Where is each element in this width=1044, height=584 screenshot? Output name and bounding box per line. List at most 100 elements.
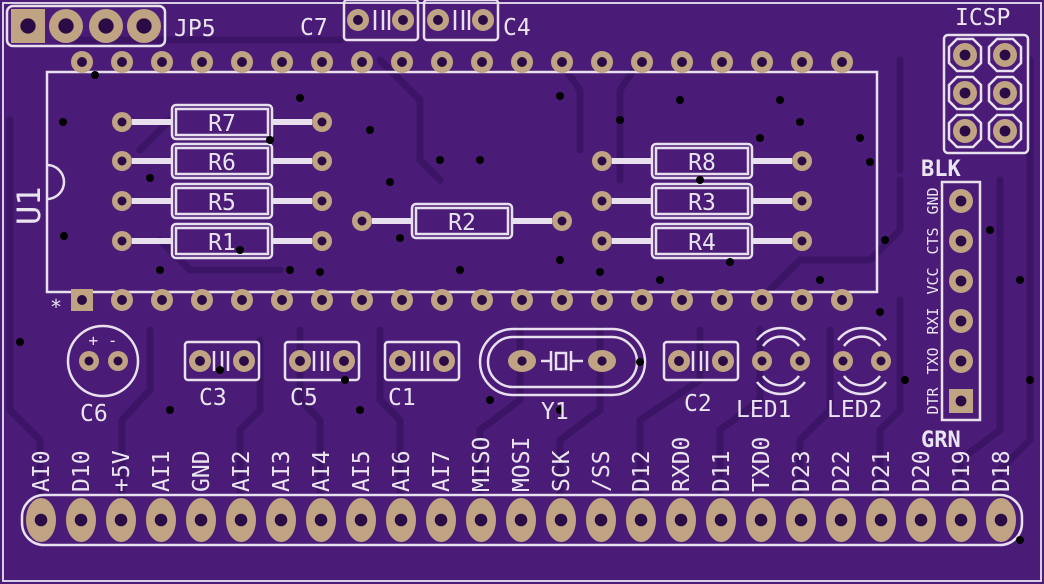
u1-top-pin-hole bbox=[837, 57, 847, 67]
bottom-header-label: D22 bbox=[829, 450, 855, 492]
bottom-header-label: MISO bbox=[469, 437, 495, 492]
icsp-pad-octagon bbox=[987, 75, 1023, 111]
via bbox=[876, 308, 884, 316]
r4-body bbox=[650, 222, 754, 260]
via bbox=[756, 134, 764, 142]
u1-top-pin-hole bbox=[197, 57, 207, 67]
c7-pad-hole bbox=[398, 15, 408, 25]
bottom-header-pad-hole bbox=[34, 513, 48, 527]
led1-label: LED1 bbox=[736, 397, 791, 423]
bottom-header-label: D23 bbox=[789, 450, 815, 492]
led2-label: LED2 bbox=[827, 397, 882, 423]
via bbox=[356, 406, 364, 414]
c2-symbol bbox=[691, 351, 709, 371]
c2-pad-hole bbox=[674, 356, 684, 366]
via bbox=[596, 268, 604, 276]
bottom-header-pad-hole bbox=[154, 513, 168, 527]
via bbox=[16, 338, 24, 346]
ftdi-pad-hole bbox=[955, 235, 967, 247]
u1-top-pin-hole bbox=[597, 57, 607, 67]
via bbox=[901, 376, 909, 384]
via bbox=[266, 136, 274, 144]
c3-pad-hole bbox=[195, 356, 205, 366]
via bbox=[866, 158, 874, 166]
bottom-header-label: MOSI bbox=[509, 437, 535, 492]
jp5-pad-hole bbox=[98, 18, 114, 34]
r4-pad-hole bbox=[797, 236, 807, 246]
icsp-pad-octagon bbox=[987, 113, 1023, 149]
via bbox=[486, 396, 494, 404]
via bbox=[366, 126, 374, 134]
bottom-header-pad-hole bbox=[514, 513, 528, 527]
bottom-header-label: D21 bbox=[869, 450, 895, 492]
via bbox=[316, 268, 324, 276]
r5-pad-hole bbox=[117, 196, 127, 206]
c7-pad-hole bbox=[353, 15, 363, 25]
r6-pad-hole bbox=[317, 156, 327, 166]
ftdi-outline bbox=[940, 180, 982, 422]
icsp-label: ICSP bbox=[955, 5, 1010, 31]
ftdi-pad-hole bbox=[955, 275, 967, 287]
u1-bottom-pin-hole bbox=[677, 295, 687, 305]
via bbox=[556, 256, 564, 264]
bottom-header-label: AI3 bbox=[269, 450, 295, 492]
r6-body bbox=[170, 142, 274, 180]
r3-body bbox=[650, 182, 754, 220]
icsp-pad-hole bbox=[959, 49, 971, 61]
r3-pad-hole bbox=[797, 196, 807, 206]
y1-pad-hole bbox=[517, 356, 527, 366]
bottom-header-label: D18 bbox=[989, 450, 1015, 492]
c1-outline bbox=[383, 340, 461, 382]
via bbox=[341, 376, 349, 384]
bottom-header-pad-hole bbox=[594, 513, 608, 527]
c4-label: C4 bbox=[503, 15, 531, 41]
via bbox=[91, 71, 99, 79]
r2-pad-hole bbox=[357, 216, 367, 226]
ftdi-top-label: BLK bbox=[921, 157, 961, 182]
via bbox=[656, 276, 664, 284]
c3-label: C3 bbox=[199, 385, 227, 411]
via bbox=[216, 366, 224, 374]
r8-body-inner bbox=[654, 146, 750, 176]
via bbox=[166, 406, 174, 414]
y1-pad-hole bbox=[597, 356, 607, 366]
r3-pad-hole bbox=[597, 196, 607, 206]
r5-pad-hole bbox=[317, 196, 327, 206]
ftdi-pad-hole bbox=[955, 355, 967, 367]
c4-pad-hole bbox=[433, 15, 443, 25]
via bbox=[556, 92, 564, 100]
r3-body-inner bbox=[654, 186, 750, 216]
c7-outline bbox=[342, 0, 420, 42]
bottom-header-label: AI4 bbox=[309, 450, 335, 492]
led1-arc bbox=[756, 381, 806, 396]
bottom-header-pad-hole bbox=[794, 513, 808, 527]
via bbox=[296, 94, 304, 102]
u1-bottom-pin-hole bbox=[597, 295, 607, 305]
via bbox=[286, 266, 294, 274]
c2-label: C2 bbox=[684, 391, 712, 417]
via bbox=[676, 96, 684, 104]
bottom-header-label: AI5 bbox=[349, 450, 375, 492]
c6-polarity: + - bbox=[89, 331, 118, 350]
bottom-header-pad-hole bbox=[954, 513, 968, 527]
u1-bottom-pin-hole bbox=[357, 295, 367, 305]
r1-pad-hole bbox=[117, 236, 127, 246]
via bbox=[881, 236, 889, 244]
jp5-label: JP5 bbox=[174, 16, 216, 42]
bottom-header-label: AI0 bbox=[29, 450, 55, 492]
u1-bottom-pin-hole bbox=[557, 295, 567, 305]
y1-outline bbox=[478, 327, 647, 397]
ftdi-pad-hole bbox=[955, 195, 967, 207]
r2-body-inner bbox=[414, 206, 510, 236]
c2-pad-hole bbox=[718, 356, 728, 366]
u1-top-pin-hole bbox=[477, 57, 487, 67]
c7-label: C7 bbox=[300, 15, 328, 41]
u1-bottom-pin-hole bbox=[397, 295, 407, 305]
u1-bottom-pin-hole bbox=[797, 295, 807, 305]
u1-bottom-pin-hole bbox=[837, 295, 847, 305]
bottom-header-label: AI7 bbox=[429, 450, 455, 492]
jp5-pad-hole bbox=[20, 18, 36, 34]
c1-symbol bbox=[412, 351, 430, 371]
r3-label: R3 bbox=[688, 190, 716, 216]
via bbox=[396, 234, 404, 242]
